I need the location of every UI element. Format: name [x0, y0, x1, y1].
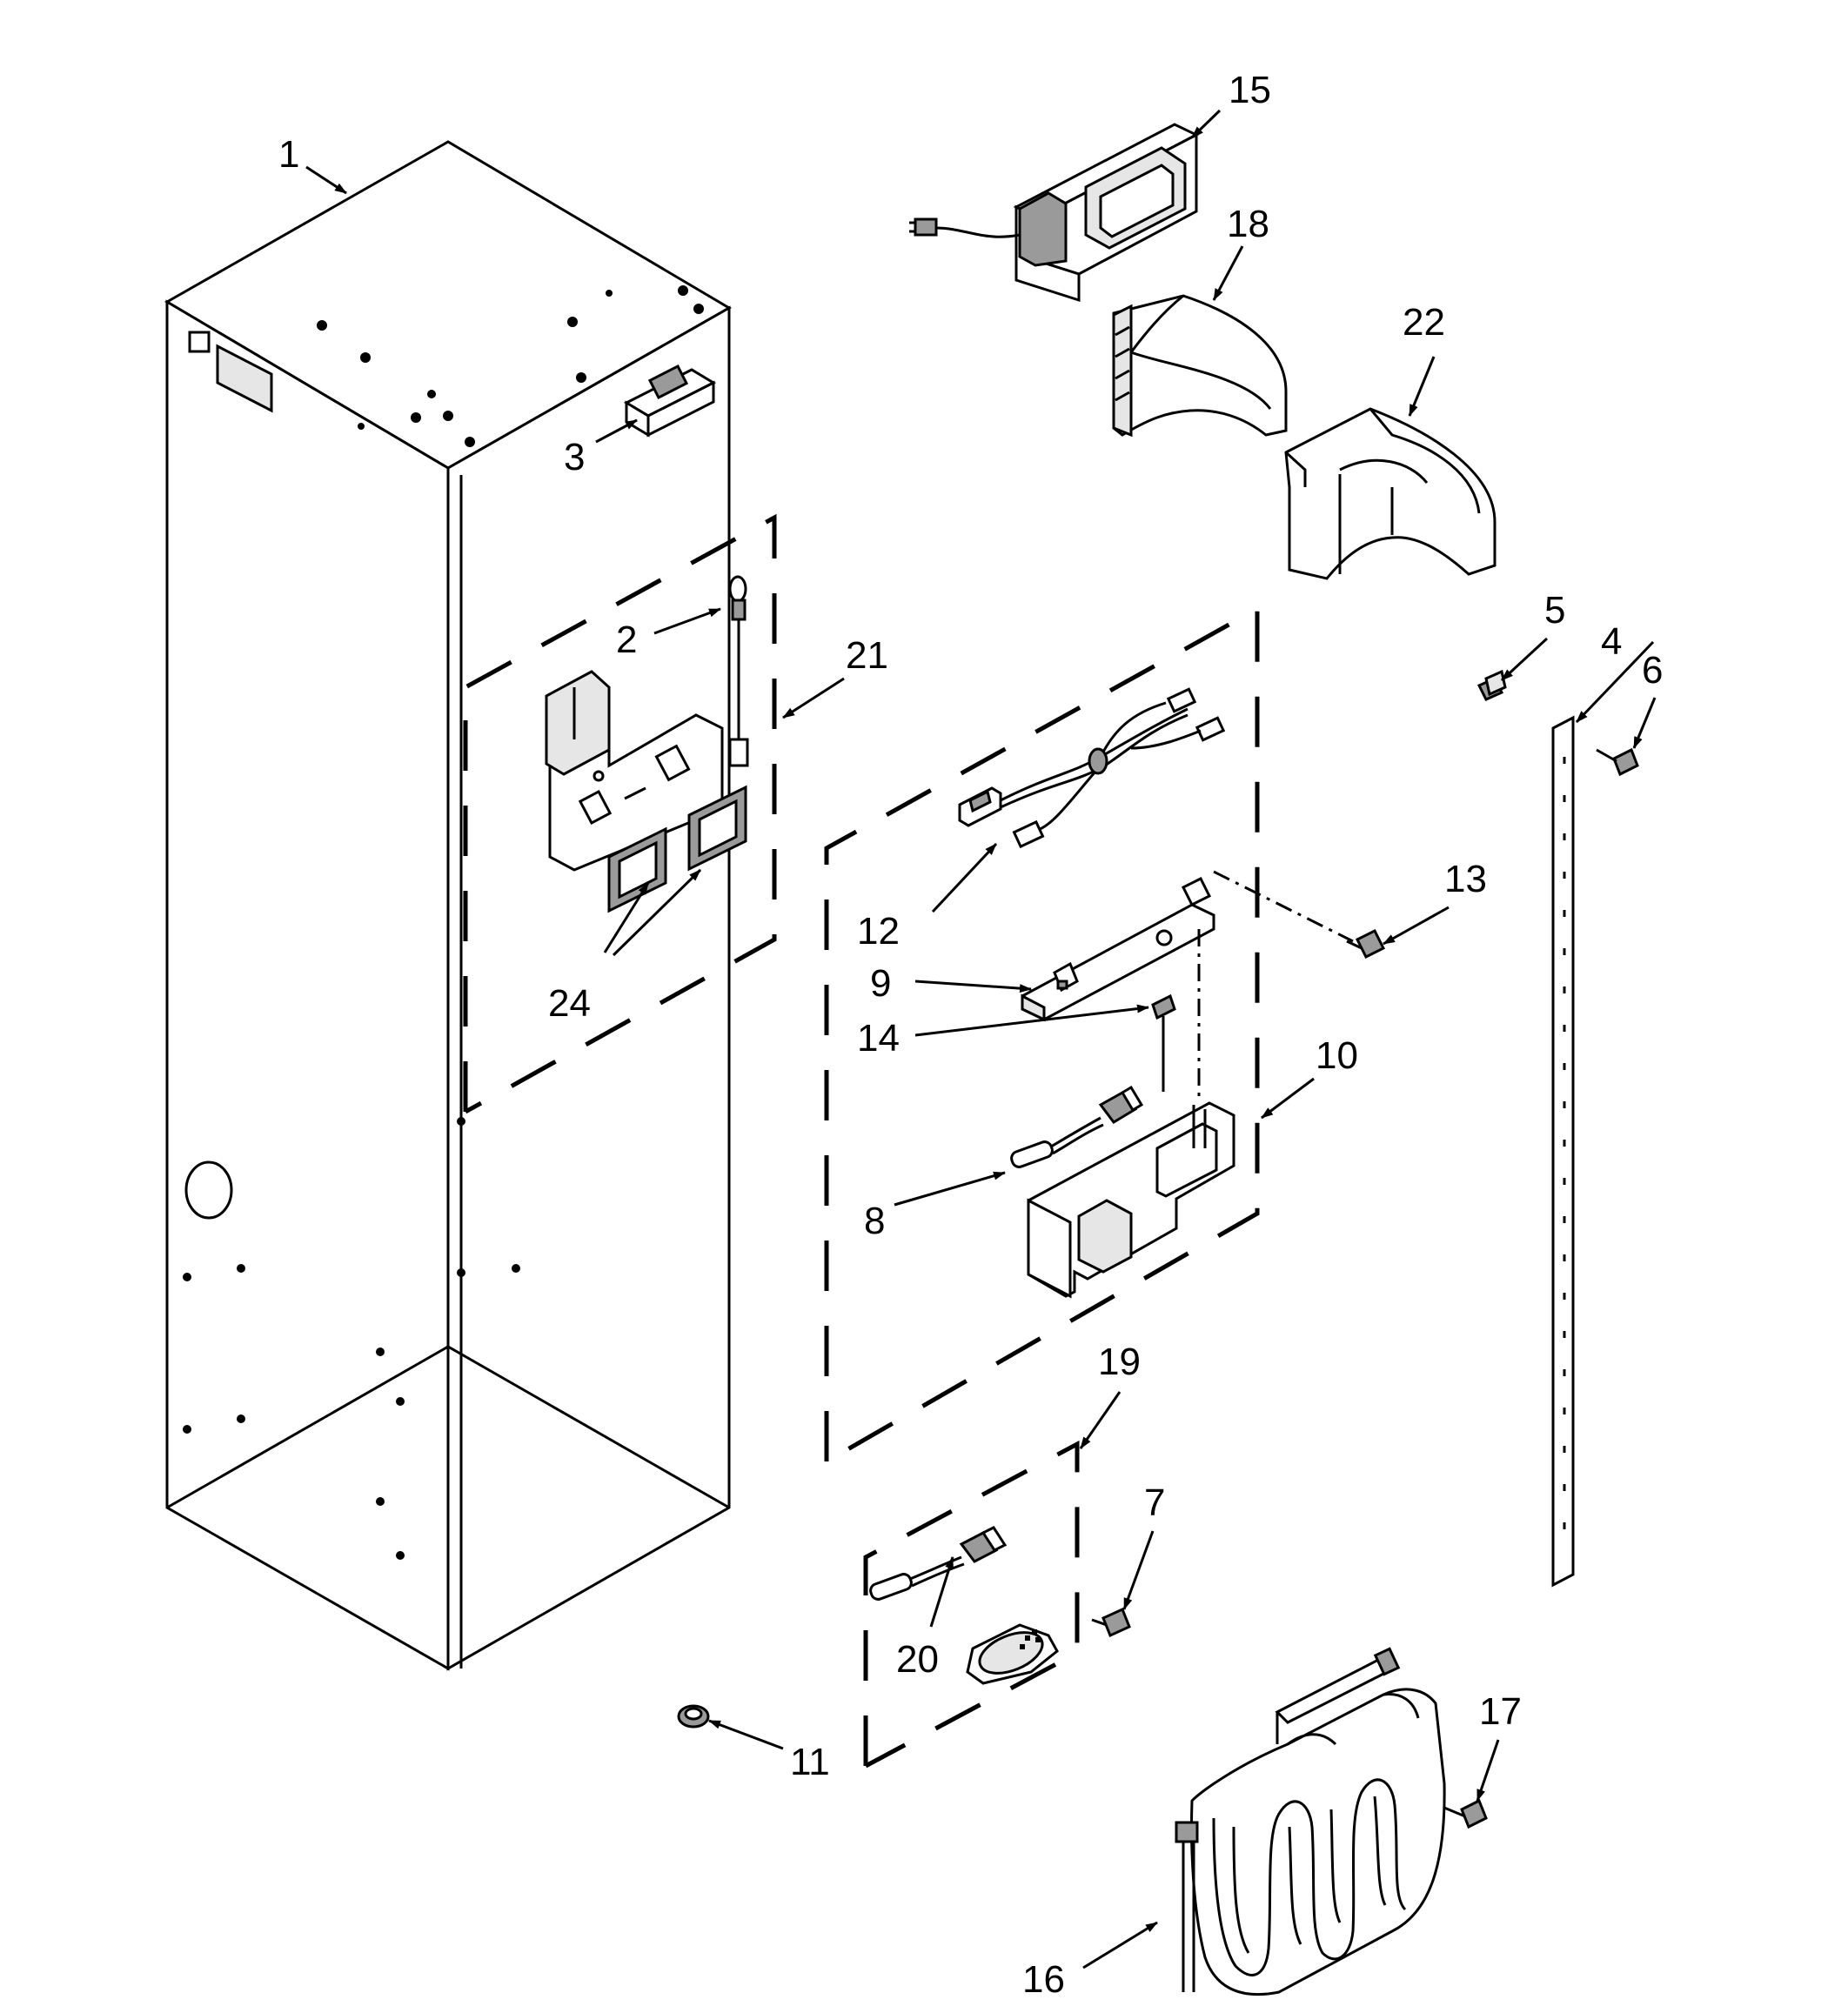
callout-24: 24	[548, 982, 591, 1025]
callout-22: 22	[1403, 301, 1445, 344]
thermistor-part-8	[1010, 1085, 1144, 1168]
callout-4: 4	[1601, 620, 1622, 663]
bracket-part-9	[1021, 876, 1215, 1022]
thermistor-part-20	[869, 1526, 1008, 1601]
pads-part-24	[607, 785, 747, 913]
cabinet-part-1	[164, 140, 732, 1671]
callout-12: 12	[857, 910, 900, 953]
leader-line-13	[1213, 870, 1354, 943]
callout-19: 19	[1098, 1341, 1141, 1383]
housing-part-10	[1027, 1101, 1235, 1299]
duct-cover-part-22	[1284, 407, 1496, 580]
callout-1: 1	[278, 133, 299, 176]
callout-7: 7	[1144, 1481, 1165, 1524]
screw-part-14	[1151, 993, 1176, 1092]
leader-arrows	[305, 109, 1657, 1970]
callout-6: 6	[1642, 649, 1663, 692]
screw-part-13	[1346, 928, 1386, 960]
spacer-part-5	[1476, 669, 1507, 701]
dashed-group-21	[463, 513, 777, 1114]
callout-11: 11	[790, 1741, 830, 1783]
callout-14: 14	[857, 1017, 900, 1060]
screw-part-7	[1091, 1607, 1131, 1638]
screw-part-6	[1596, 747, 1639, 777]
callout-18: 18	[1227, 203, 1269, 245]
callout-3: 3	[564, 436, 585, 478]
callout-20: 20	[896, 1638, 939, 1681]
callout-16: 16	[1022, 1958, 1065, 2001]
callout-labels: 1 2 3 4 5 6 7 8 9 10 11 12 13 14 15 16 1…	[278, 69, 1663, 2001]
dashed-group-10	[824, 605, 1260, 1464]
plug-part-11	[677, 1704, 710, 1729]
callout-17: 17	[1479, 1690, 1522, 1733]
screw-part-17	[1443, 1798, 1488, 1829]
display-part-19	[966, 1623, 1059, 1685]
module-part-15	[909, 123, 1200, 303]
callout-13: 13	[1444, 858, 1487, 900]
callout-8: 8	[864, 1200, 885, 1242]
callout-2: 2	[616, 619, 637, 661]
callout-15: 15	[1229, 69, 1271, 111]
heater-part-16	[1175, 1647, 1446, 1996]
callout-5: 5	[1544, 589, 1565, 632]
callout-21: 21	[846, 634, 888, 677]
switch-part-3	[623, 364, 717, 438]
callout-9: 9	[870, 962, 891, 1005]
sensor-part-2	[728, 575, 749, 767]
dashed-group-19	[863, 1440, 1080, 1769]
rail-part-4	[1551, 715, 1575, 1588]
control-bracket-part-21	[545, 670, 724, 872]
callout-10: 10	[1316, 1034, 1358, 1077]
harness-part-12	[958, 687, 1226, 849]
duct-part-18	[1112, 294, 1288, 438]
